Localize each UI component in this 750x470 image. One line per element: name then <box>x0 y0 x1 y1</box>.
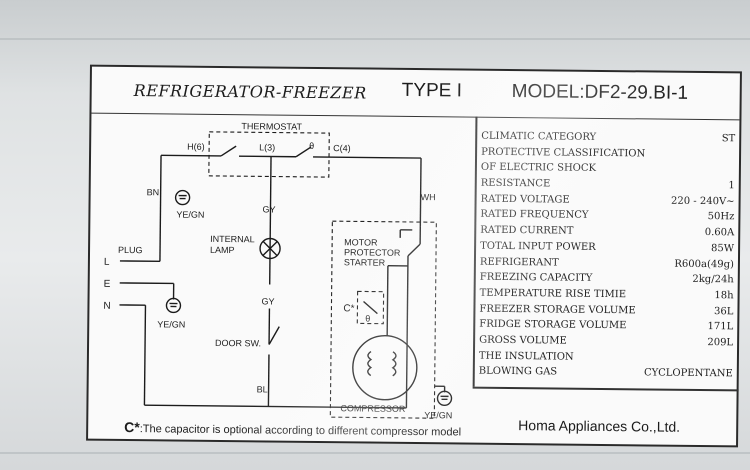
plug-e-label: E <box>104 279 111 290</box>
spec-name: RATED VOLTAGE <box>480 193 570 206</box>
spec-name: FRIDGE STORAGE VOLUME <box>479 318 627 332</box>
motor-label-2: PROTECTOR <box>344 247 401 258</box>
product-name: REFRIGERATOR-FREEZER <box>133 81 367 103</box>
capacitor-note-mark: C* <box>124 418 140 436</box>
spec-name: RATED CURRENT <box>480 224 574 237</box>
c4-label: C(4) <box>333 143 351 153</box>
capacitor-note-text: :The capacitor is optional according to … <box>139 423 462 439</box>
spec-value: 220 - 240V~ <box>671 195 735 208</box>
motor-label-3: STARTER <box>344 257 386 267</box>
compressor-box <box>329 220 437 419</box>
ye-gn-label-top: YE/GN <box>176 210 204 220</box>
spec-value: 209L <box>707 337 734 349</box>
ye-gn-label-left: YE/GN <box>157 319 185 329</box>
spec-name: THE INSULATION <box>478 350 574 363</box>
spec-value: 2kg/24h <box>692 274 734 286</box>
ye-gn-label-right: YE/GN <box>424 410 452 420</box>
gy-label-bottom: GY <box>261 296 274 306</box>
spec-value: CYCLOPENTANE <box>643 367 733 380</box>
spec-name: PROTECTIVE CLASSIFICATION <box>481 146 646 160</box>
spec-name: TEMPERATURE RISE TIMIE <box>479 287 627 301</box>
spec-value: 171L <box>707 321 734 333</box>
thermostat-label: THERMOSTAT <box>241 121 302 132</box>
shelf-line-top <box>0 38 750 40</box>
spec-value: 36L <box>714 305 734 317</box>
label-header: REFRIGERATOR-FREEZER TYPE I MODEL:DF2-29… <box>91 66 740 121</box>
spec-value: 50Hz <box>707 211 735 223</box>
bn-label: BN <box>147 187 160 197</box>
plug-label: PLUG <box>118 245 143 255</box>
spec-value: 1 <box>728 180 735 192</box>
spec-name: FREEZING CAPACITY <box>479 271 593 285</box>
h6-label: H(6) <box>187 142 205 152</box>
spec-name: CLIMATIC CATEGORY <box>481 130 597 143</box>
internal-lamp-label-2: LAMP <box>210 245 235 255</box>
spec-value: 0.60A <box>704 227 735 239</box>
spec-name: RESISTANCE <box>480 177 551 190</box>
spec-name: FREEZER STORAGE VOLUME <box>479 303 636 316</box>
gy-label-top: GY <box>262 204 275 214</box>
capacitor-note: C*:The capacitor is optional according t… <box>124 419 461 439</box>
spec-value: ST <box>721 133 736 145</box>
theta-label: θ <box>309 141 314 151</box>
internal-lamp-label-1: INTERNAL <box>210 234 255 244</box>
spec-value: 85W <box>711 242 735 255</box>
product-type: TYPE I <box>401 79 463 102</box>
shelf-line-bottom <box>0 452 750 454</box>
ground-icon-top <box>174 189 191 206</box>
spec-name: TOTAL INPUT POWER <box>480 240 596 253</box>
company-name: Homa Appliances Co.,Ltd. <box>518 417 681 435</box>
spec-value: 18h <box>714 290 734 302</box>
spec-table: CLIMATIC CATEGORY ST PROTECTIVE CLASSIFICA… <box>479 129 736 383</box>
spec-name: GROSS VOLUME <box>479 334 567 347</box>
wiring-diagram: THERMOSTAT H(6) L(3) C(4) θ BN YE/GN GY … <box>103 121 453 420</box>
thermostat-box <box>208 131 330 178</box>
spec-value: R600a(49g) <box>674 258 734 270</box>
ground-icon-right <box>436 390 453 407</box>
l3-label: L(3) <box>259 142 275 152</box>
door-switch-label: DOOR SW. <box>215 338 261 348</box>
spec-row: BLOWING GAS CYCLOPENTANE <box>479 364 733 382</box>
bl-label: BL <box>257 384 268 394</box>
rating-label: REFRIGERATOR-FREEZER TYPE I MODEL:DF2-29… <box>86 64 742 448</box>
spec-name: BLOWING GAS <box>478 365 558 378</box>
lamp-icon <box>259 237 281 260</box>
compressor-label: COMPRESSOR <box>340 403 406 414</box>
motor-label-1: MOTOR <box>344 237 378 247</box>
capacitor-label: C* <box>343 303 354 314</box>
spec-name: OF ELECTRIC SHOCK <box>480 162 597 175</box>
model-number: MODEL:DF2-29.BI-1 <box>511 81 689 104</box>
compressor-motor-icon <box>352 335 418 401</box>
spec-name: RATED FREQUENCY <box>480 209 589 222</box>
plug-n-label: N <box>103 301 110 312</box>
ground-icon-left <box>165 297 182 314</box>
wh-label: WH <box>421 192 436 202</box>
spec-name: REFRIGERANT <box>479 256 559 269</box>
plug-l-label: L <box>104 257 110 268</box>
footer-divider <box>472 386 739 391</box>
capacitor-theta: θ <box>365 313 370 323</box>
